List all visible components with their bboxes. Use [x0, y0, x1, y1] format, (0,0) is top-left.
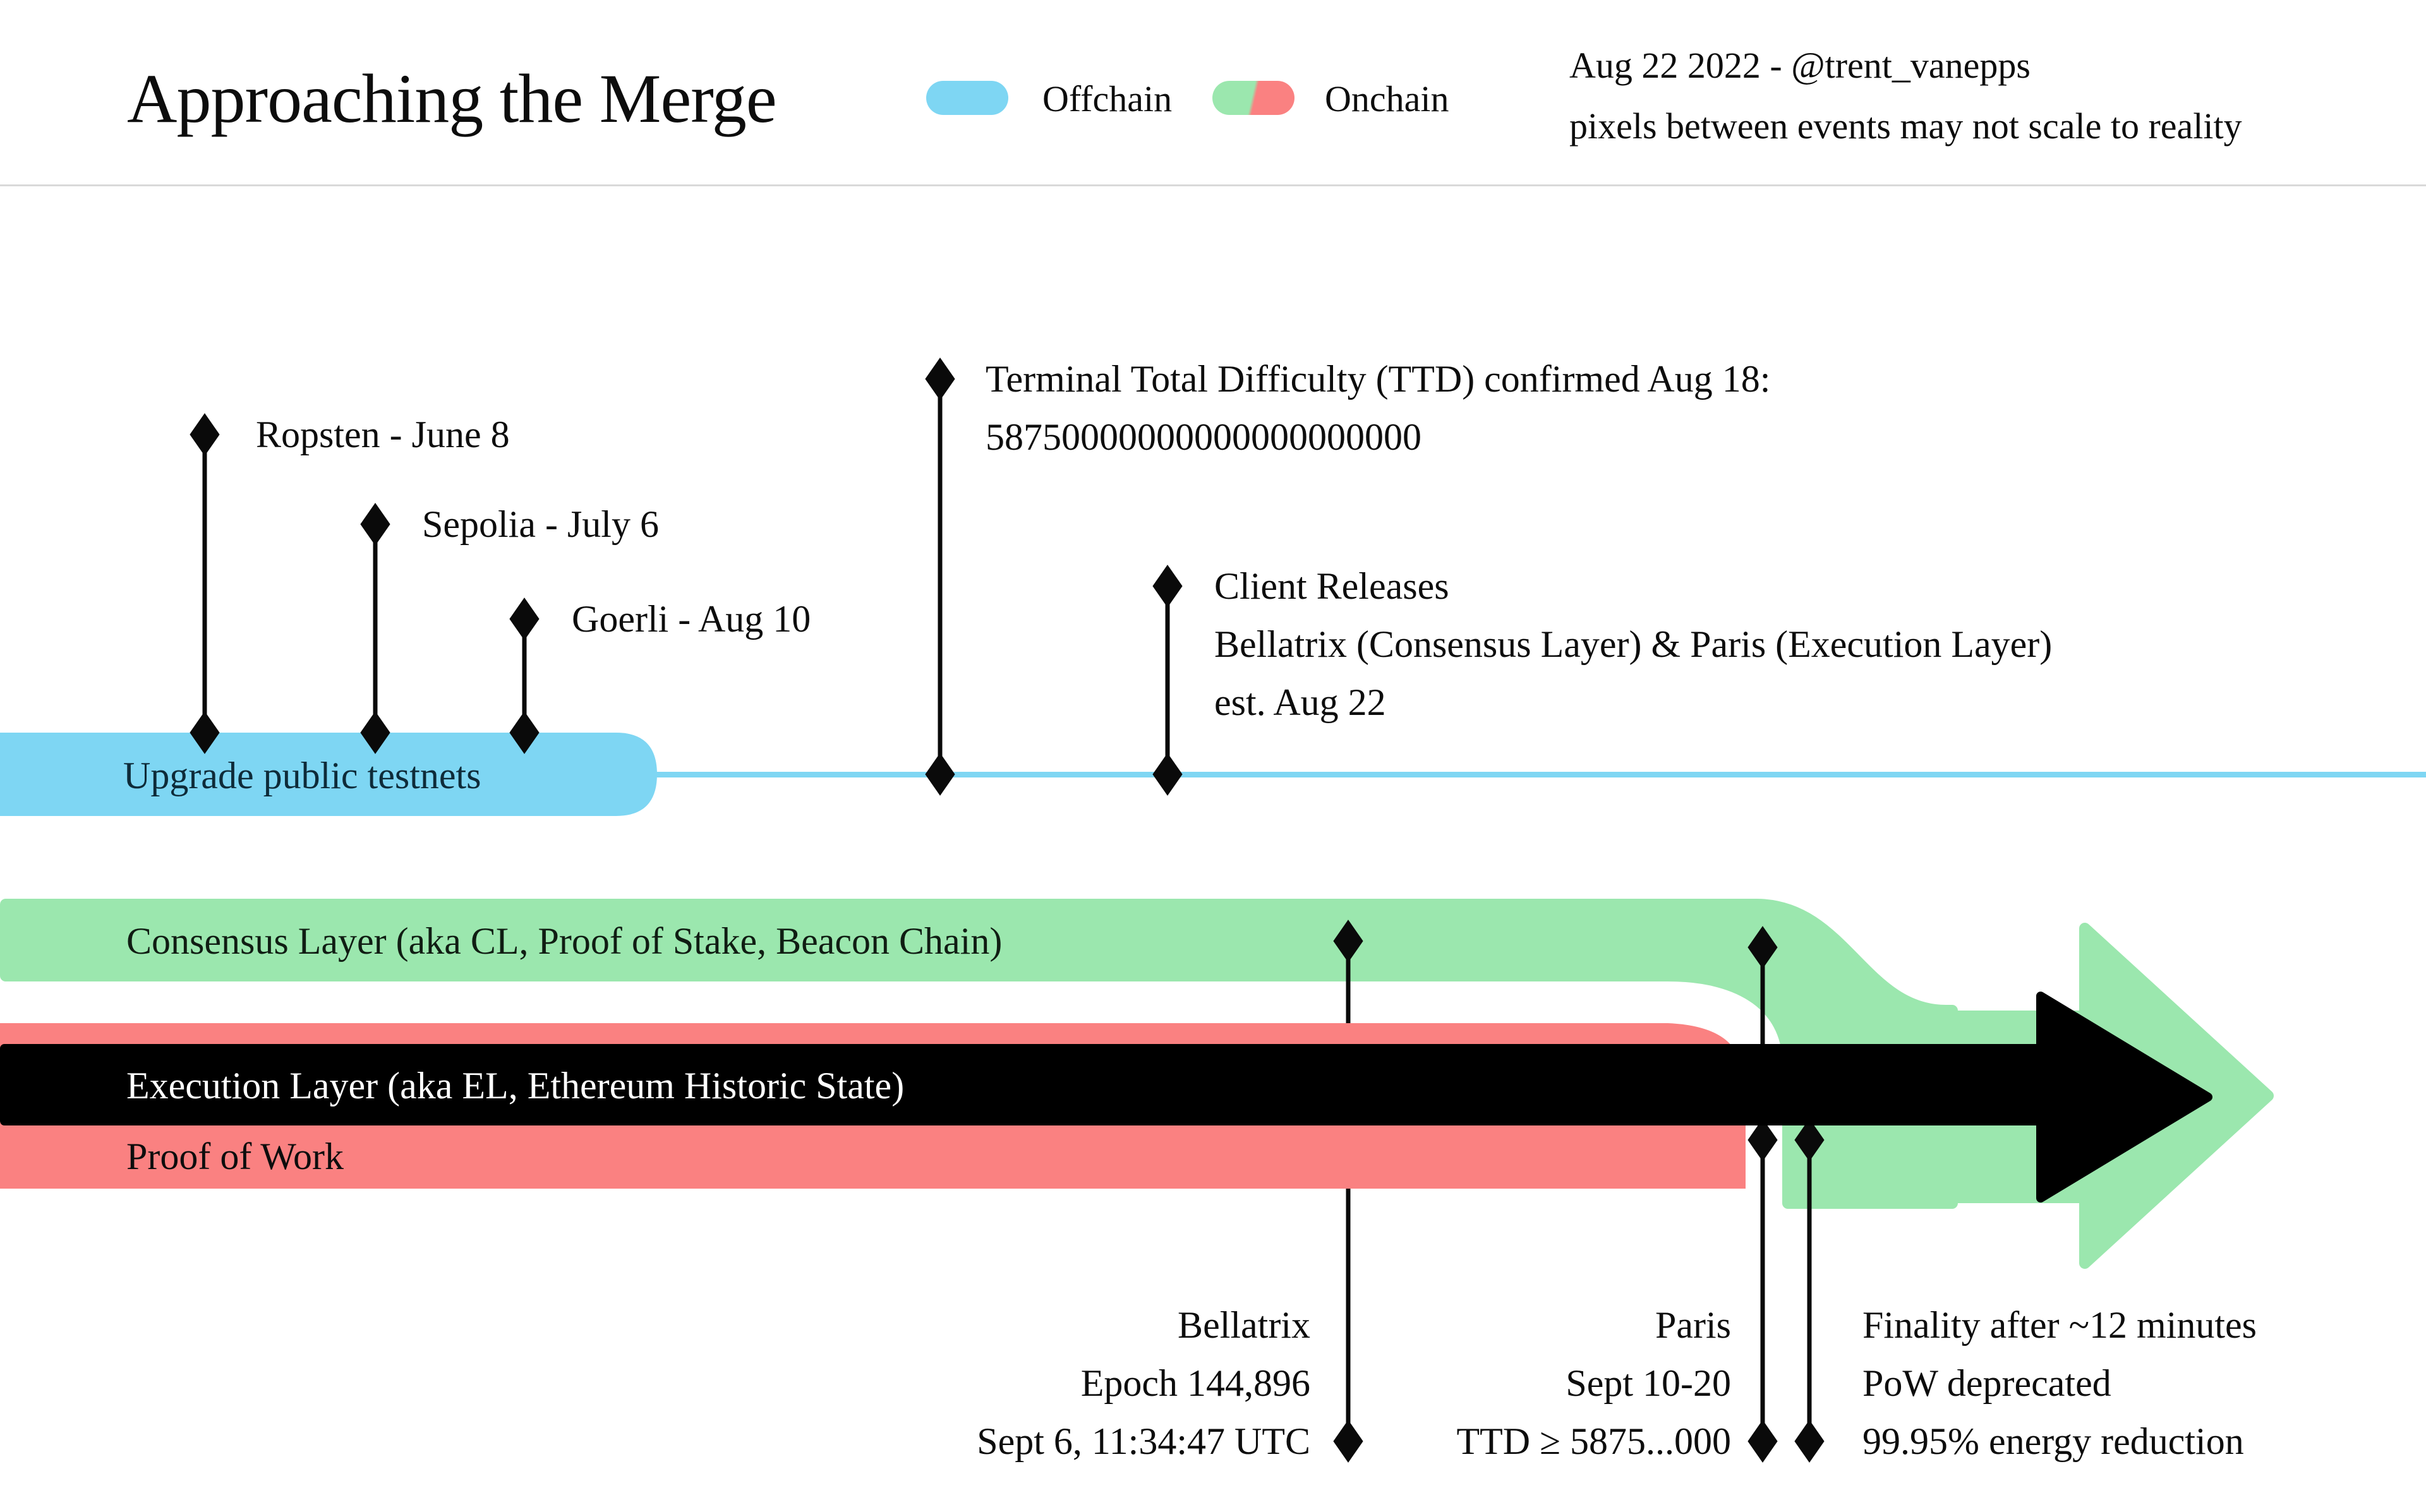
testnet-label-goerli: Goerli - Aug 10	[572, 598, 811, 640]
paris-line1: Paris	[1655, 1304, 1731, 1346]
credit-line-1: Aug 22 2022 - @trent_vanepps	[1569, 45, 2031, 86]
onchain-legend-label: Onchain	[1325, 78, 1449, 119]
marker-goerli	[509, 597, 540, 754]
diamond-icon	[1747, 926, 1778, 969]
paris-line3: TTD ≥ 5875...000	[1456, 1420, 1731, 1462]
finality-line2: PoW deprecated	[1862, 1362, 2111, 1404]
bellatrix-line1: Bellatrix	[1178, 1304, 1310, 1346]
credit-line-2: pixels between events may not scale to r…	[1569, 105, 2242, 147]
offchain-legend-swatch	[926, 81, 1008, 115]
testnet-label-sepolia: Sepolia - July 6	[422, 503, 659, 545]
diamond-icon	[190, 711, 220, 754]
bellatrix-line3: Sept 6, 11:34:47 UTC	[977, 1420, 1310, 1462]
pow-label: Proof of Work	[126, 1136, 344, 1177]
event-markers	[190, 357, 1825, 1463]
onchain-legend-swatch	[1212, 81, 1294, 115]
diamond-icon	[509, 597, 540, 640]
diamond-icon	[1747, 1420, 1778, 1463]
marker-finality	[1794, 1119, 1825, 1463]
offchain-thin-line	[632, 772, 2426, 777]
diamond-icon	[1333, 920, 1363, 963]
diamond-icon	[360, 711, 390, 754]
diamond-icon	[1794, 1420, 1825, 1463]
diamond-icon	[509, 711, 540, 754]
upgrade-testnets-label: Upgrade public testnets	[123, 755, 481, 796]
marker-bellatrix	[1333, 920, 1363, 1463]
client-releases-line3: est. Aug 22	[1214, 681, 1386, 723]
page-title: Approaching the Merge	[127, 60, 777, 137]
upgrade-testnets-bar	[0, 733, 657, 816]
diamond-icon	[925, 357, 955, 400]
ttd-annotation-line2: 58750000000000000000000	[986, 416, 1421, 458]
diamond-icon	[1333, 1420, 1363, 1463]
paris-line2: Sept 10-20	[1566, 1362, 1731, 1404]
bellatrix-line2: Epoch 144,896	[1080, 1362, 1310, 1404]
header-divider	[0, 184, 2426, 186]
diamond-icon	[1794, 1119, 1825, 1161]
execution-layer-label: Execution Layer (aka EL, Ethereum Histor…	[126, 1065, 905, 1107]
marker-paris	[1747, 926, 1778, 1463]
pow-lower-band	[0, 1121, 1746, 1189]
diamond-icon	[360, 503, 390, 546]
finality-line3: 99.95% energy reduction	[1862, 1420, 2244, 1462]
marker-client-releases	[1152, 565, 1183, 796]
diamond-icon	[1152, 565, 1183, 608]
offchain-track	[0, 733, 2426, 816]
diamond-icon	[190, 413, 220, 456]
marker-sepolia	[360, 503, 390, 754]
ttd-annotation-line1: Terminal Total Difficulty (TTD) confirme…	[986, 358, 1771, 400]
marker-ttd	[925, 357, 955, 796]
testnet-label-ropsten: Ropsten - June 8	[256, 414, 510, 455]
diamond-icon	[1747, 1119, 1778, 1161]
client-releases-line2: Bellatrix (Consensus Layer) & Paris (Exe…	[1214, 623, 2053, 665]
diamond-icon	[1152, 753, 1183, 796]
execution-arrow	[0, 992, 2212, 1203]
offchain-legend-label: Offchain	[1042, 78, 1173, 119]
finality-line1: Finality after ~12 minutes	[1862, 1304, 2257, 1346]
consensus-layer-label: Consensus Layer (aka CL, Proof of Stake,…	[126, 920, 1003, 962]
marker-ropsten	[190, 413, 220, 754]
client-releases-line1: Client Releases	[1214, 565, 1449, 607]
diamond-icon	[925, 753, 955, 796]
